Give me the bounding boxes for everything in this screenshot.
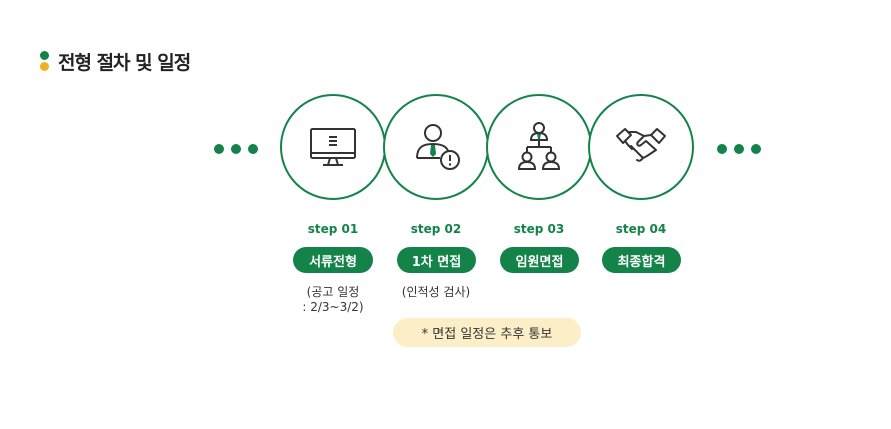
monitor-icon	[310, 128, 356, 166]
interview-schedule-notice: * 면접 일정은 추후 통보	[393, 318, 581, 347]
step-02-note: (인적성 검사)	[386, 285, 486, 300]
step-01-note: (공고 일정 : 2/3~3/2)	[283, 285, 383, 315]
left-ellipsis-icon	[214, 144, 258, 154]
step-01-note-line-1: (공고 일정	[306, 285, 360, 299]
step-02-label: step 02	[410, 222, 462, 236]
step-01-circle	[280, 94, 386, 200]
section-title: 전형 절차 및 일정	[58, 51, 191, 74]
title-bullet-icon	[40, 51, 50, 71]
right-ellipsis-icon	[717, 144, 761, 154]
step-02-circle	[383, 94, 489, 200]
step-04-label: step 04	[615, 222, 667, 236]
handshake-icon	[616, 128, 666, 162]
interviewee-alert-icon	[416, 124, 460, 170]
step-02-name: 1차 면접	[397, 247, 476, 273]
step-03-name: 임원면접	[500, 247, 579, 273]
step-04-circle	[588, 94, 694, 200]
step-01-label: step 01	[307, 222, 359, 236]
step-02-note-line-1: (인적성 검사)	[401, 285, 471, 299]
step-01-note-line-2: : 2/3~3/2)	[302, 300, 364, 314]
section-header: 전형 절차 및 일정	[40, 48, 191, 74]
step-04-name: 최종합격	[602, 247, 681, 273]
step-01-name: 서류전형	[293, 247, 373, 273]
org-chart-people-icon	[517, 122, 561, 170]
step-03-circle	[486, 94, 592, 200]
step-03-label: step 03	[513, 222, 565, 236]
